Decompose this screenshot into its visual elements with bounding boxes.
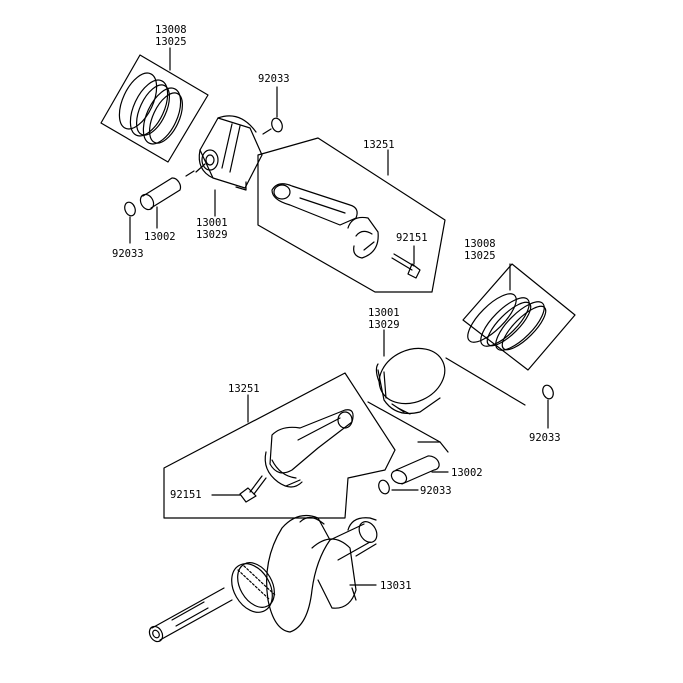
connecting-rod-a[interactable] <box>257 137 446 293</box>
rod-bolt-a[interactable] <box>391 253 421 279</box>
label-rings-b-1: 13008 <box>464 238 496 250</box>
piston-ring-set-b[interactable] <box>461 263 576 371</box>
piston-a[interactable] <box>195 115 263 191</box>
label-piston-a-1: 13001 <box>196 217 228 229</box>
label-bolt-a: 92151 <box>396 232 428 244</box>
label-piston-a-2: 13029 <box>196 229 228 241</box>
connecting-rod-b[interactable] <box>163 372 396 519</box>
label-rings-a-2: 13025 <box>155 36 187 48</box>
label-clip-c: 92033 <box>529 432 561 444</box>
label-rings-a-1: 13008 <box>155 24 187 36</box>
piston-pin-b[interactable] <box>389 455 440 486</box>
piston-ring-set-a[interactable] <box>100 54 209 163</box>
rod-bolt-b[interactable] <box>239 475 267 503</box>
label-rod-a: 13251 <box>363 139 395 151</box>
leader-clip-a-axis <box>262 128 272 135</box>
label-clip-a: 92033 <box>258 73 290 85</box>
label-clip-b: 92033 <box>112 248 144 260</box>
crankshaft[interactable] <box>147 515 381 644</box>
label-pin-b: 13002 <box>451 467 483 479</box>
circlip-d[interactable] <box>377 479 391 496</box>
piston-pin-a[interactable] <box>138 177 182 212</box>
label-rod-b: 13251 <box>228 383 260 395</box>
leader-axis-a <box>185 170 195 177</box>
label-pin-a: 13002 <box>144 231 176 243</box>
circlip-a[interactable] <box>270 117 284 134</box>
piston-b[interactable] <box>370 338 454 415</box>
part-number-labels: 13008 13025 92033 13251 13002 92033 1300… <box>112 24 561 592</box>
label-piston-b-2: 13029 <box>368 319 400 331</box>
label-clip-d: 92033 <box>420 485 452 497</box>
piston-b-outline-right <box>445 357 526 406</box>
circlip-b[interactable] <box>123 201 137 218</box>
label-crankshaft: 13031 <box>380 580 412 592</box>
label-bolt-b: 92151 <box>170 489 202 501</box>
label-rings-b-2: 13025 <box>464 250 496 262</box>
label-piston-b-1: 13001 <box>368 307 400 319</box>
circlip-c[interactable] <box>541 384 555 401</box>
